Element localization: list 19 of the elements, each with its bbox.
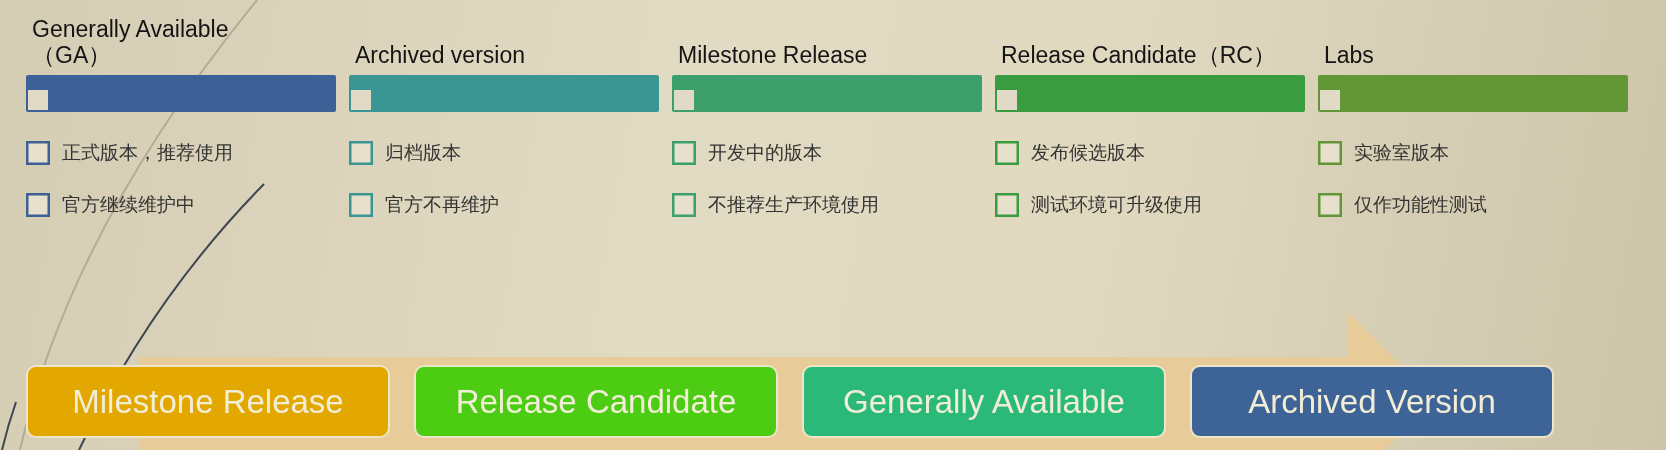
column-heading: Generally Available （GA） <box>32 16 230 68</box>
column-heading: Release Candidate（RC） <box>1001 42 1276 68</box>
column-heading: Archived version <box>355 42 526 68</box>
description-text: 测试环境可升级使用 <box>1031 193 1202 217</box>
description-text: 实验室版本 <box>1354 141 1449 165</box>
description-text: 不推荐生产环境使用 <box>708 193 879 217</box>
column-heading: Labs <box>1324 42 1374 68</box>
stage-box: Generally Available <box>802 365 1166 438</box>
description-text: 仅作功能性测试 <box>1354 193 1487 217</box>
description-text: 发布候选版本 <box>1031 141 1145 165</box>
column-heading: Milestone Release <box>678 42 868 68</box>
stage-box: Milestone Release <box>26 365 390 438</box>
description-text: 归档版本 <box>385 141 461 165</box>
stage-box: Archived Version <box>1190 365 1554 438</box>
description-text: 开发中的版本 <box>708 141 822 165</box>
description-text: 官方不再维护 <box>385 193 499 217</box>
stage-box: Release Candidate <box>414 365 778 438</box>
description-text: 正式版本，推荐使用 <box>62 141 233 165</box>
description-text: 官方继续维护中 <box>62 193 195 217</box>
